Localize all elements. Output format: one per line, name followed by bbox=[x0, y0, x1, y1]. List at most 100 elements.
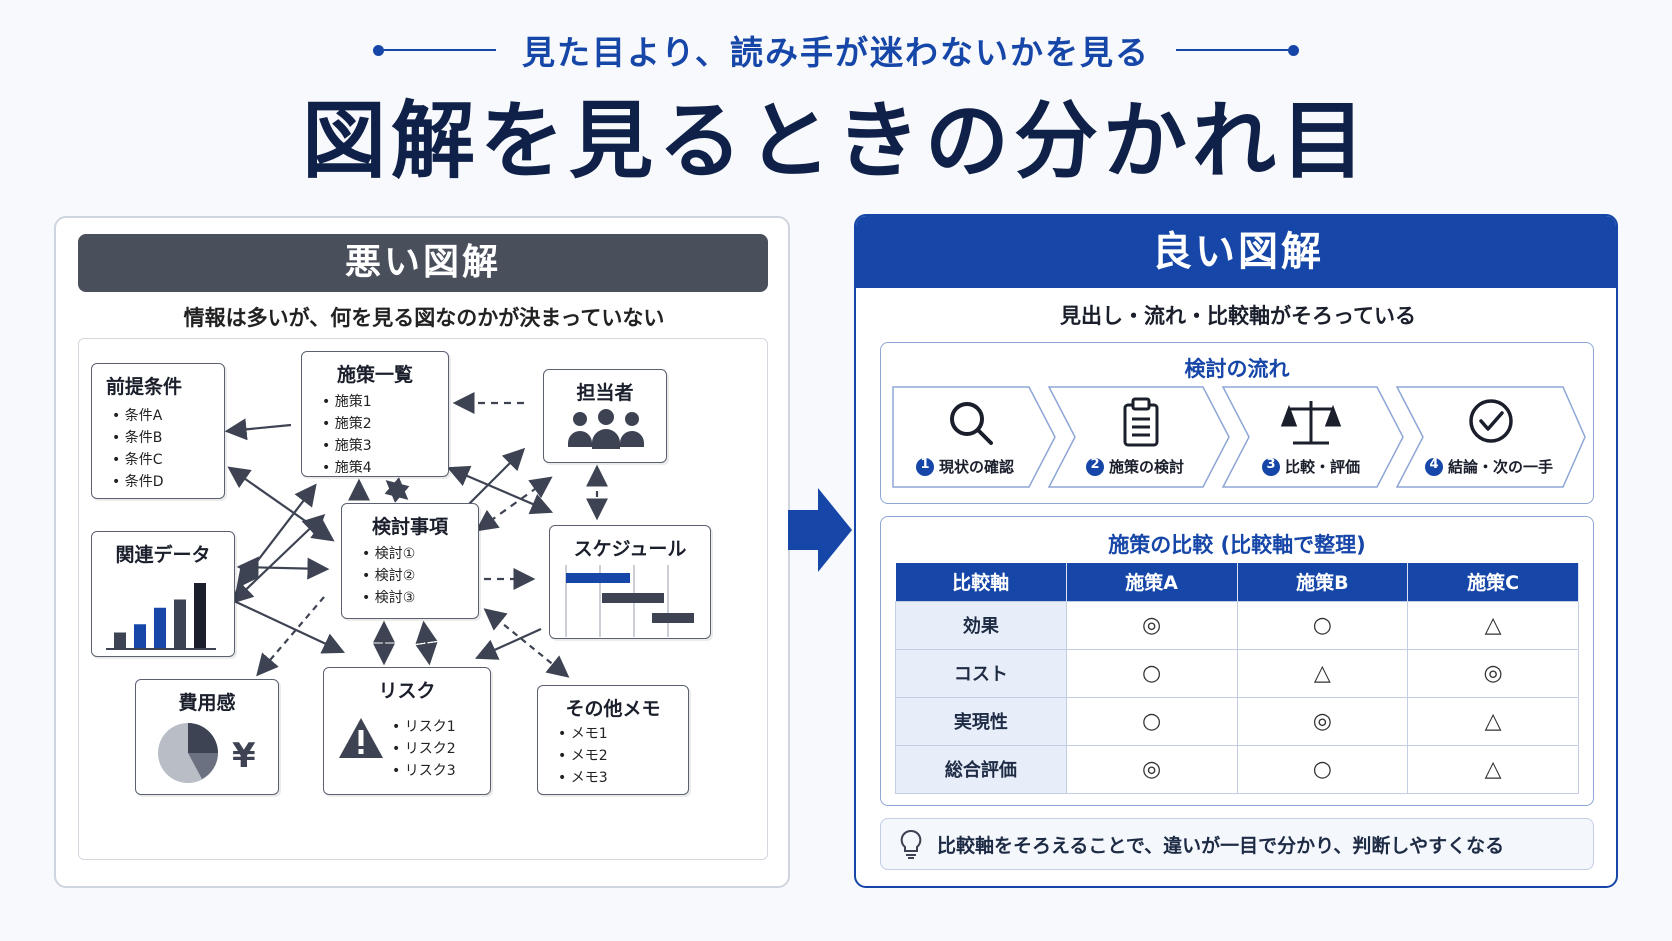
step-2-label: 施策の検討 bbox=[1109, 458, 1185, 476]
list-item: 条件A bbox=[112, 405, 224, 427]
column-header: 施策B bbox=[1237, 563, 1409, 601]
clipboard-icon bbox=[1123, 397, 1159, 447]
subtitle: 見た目より、読み手が迷わないかを見る bbox=[521, 33, 1151, 72]
list-item: 条件D bbox=[112, 471, 224, 493]
memo-box: その他メモ メモ1 メモ2 メモ3 bbox=[537, 685, 689, 795]
measures-box: 施策一覧 施策1 施策2 施策3 施策4 bbox=[301, 351, 449, 477]
mini-bar bbox=[194, 583, 206, 649]
premise-box: 前提条件 条件A 条件B 条件C 条件D bbox=[91, 363, 225, 499]
risk-box: リスク リスク1 リスク2 リスク3 bbox=[323, 667, 491, 795]
bad-diagram-canvas: 前提条件 条件A 条件B 条件C 条件D 施策一覧 施策1 施策2 施策3 施策… bbox=[78, 338, 768, 860]
premise-list: 条件A 条件B 条件C 条件D bbox=[92, 405, 224, 493]
step-1-number: 1 bbox=[920, 457, 930, 472]
step-4-label: 結論・次の一手 bbox=[1448, 458, 1554, 476]
table-cell: △ bbox=[1407, 600, 1579, 650]
risk-list: リスク1 リスク2 リスク3 bbox=[372, 716, 456, 782]
list-item: メモ3 bbox=[558, 767, 688, 789]
row-header: 効果 bbox=[895, 600, 1067, 650]
row-header: 実現性 bbox=[895, 696, 1067, 746]
list-item: 条件B bbox=[112, 427, 224, 449]
compare-section: 施策の比較 (比較軸で整理) 比較軸 施策A 施策B 施策C 効果 ◎ ○ △ bbox=[880, 516, 1594, 806]
tangled-arrows bbox=[224, 392, 608, 678]
good-diagram-panel: 良い図解 見出し・流れ・比較軸がそろっている 検討の流れ bbox=[854, 214, 1618, 888]
owner-title: 担当者 bbox=[576, 382, 634, 404]
bad-panel-title: 悪い図解 bbox=[78, 234, 768, 292]
check-circle-icon bbox=[1469, 399, 1513, 443]
list-item: 検討① bbox=[362, 543, 478, 565]
step-3-number: 3 bbox=[1266, 457, 1276, 472]
table-cell: ○ bbox=[1236, 744, 1409, 794]
table-cell: △ bbox=[1407, 744, 1579, 794]
measures-list: 施策1 施策2 施策3 施策4 bbox=[302, 391, 448, 479]
column-header: 比較軸 bbox=[895, 563, 1067, 601]
flow-section: 検討の流れ bbox=[880, 342, 1594, 504]
table-cell: ○ bbox=[1236, 600, 1409, 650]
pie-icon bbox=[158, 723, 218, 783]
owner-box: 担当者 bbox=[543, 369, 667, 463]
tip-box: 比較軸をそろえることで、違いが一目で分かり、判断しやすくなる bbox=[880, 818, 1594, 870]
related-data-box: 関連データ bbox=[91, 531, 235, 657]
gantt-icon bbox=[565, 565, 694, 637]
table-cell: ○ bbox=[1065, 648, 1238, 698]
column-header: 施策A bbox=[1066, 563, 1238, 601]
row-header: 総合評価 bbox=[895, 744, 1067, 794]
measures-title: 施策一覧 bbox=[336, 364, 413, 386]
mini-bar-chart bbox=[106, 583, 216, 650]
step-4-number: 4 bbox=[1429, 457, 1439, 472]
good-panel-caption: 見出し・流れ・比較軸がそろっている bbox=[1060, 304, 1416, 328]
table-cell: △ bbox=[1236, 648, 1409, 698]
schedule-title: スケジュール bbox=[573, 538, 687, 560]
tip-text: 比較軸をそろえることで、違いが一目で分かり、判断しやすくなる bbox=[937, 834, 1505, 857]
table-cell: ○ bbox=[1065, 696, 1238, 746]
table-row: 効果 ◎ ○ △ bbox=[895, 600, 1579, 650]
issues-list: 検討① 検討② 検討③ bbox=[342, 543, 478, 609]
list-item: 施策2 bbox=[322, 413, 448, 435]
flow-title: 検討の流れ bbox=[1184, 357, 1290, 381]
table-row: 実現性 ○ ◎ △ bbox=[895, 696, 1579, 746]
table-header-row: 比較軸 施策A 施策B 施策C bbox=[895, 563, 1579, 601]
lightbulb-icon bbox=[900, 829, 922, 859]
row-header: コスト bbox=[895, 648, 1067, 698]
subtitle-left-line bbox=[372, 44, 496, 56]
table-cell: ◎ bbox=[1236, 696, 1409, 746]
people-icon bbox=[568, 409, 644, 449]
compare-title: 施策の比較 (比較軸で整理) bbox=[1108, 533, 1366, 557]
bad-panel-caption: 情報は多いが、何を見る図なのかが決まっていない bbox=[183, 306, 665, 330]
flow-chevrons bbox=[892, 386, 1586, 488]
table-row: 総合評価 ◎ ○ △ bbox=[895, 744, 1579, 794]
comparison-table: 比較軸 施策A 施策B 施策C 効果 ◎ ○ △ コスト ○ △ ◎ bbox=[895, 563, 1579, 794]
good-panel-title: 良い図解 bbox=[856, 216, 1616, 288]
list-item: 条件C bbox=[112, 449, 224, 471]
step-3-label: 比較・評価 bbox=[1285, 458, 1361, 476]
related-data-title: 関連データ bbox=[115, 544, 211, 566]
list-item: 施策1 bbox=[322, 391, 448, 413]
schedule-box: スケジュール bbox=[549, 525, 711, 639]
mini-bar bbox=[134, 624, 146, 649]
page-title: 図解を見るときの分かれ目 bbox=[301, 92, 1370, 190]
premise-title: 前提条件 bbox=[106, 376, 183, 398]
yen-icon: ¥ bbox=[232, 736, 256, 776]
list-item: 検討③ bbox=[362, 587, 478, 609]
subtitle-row: 見た目より、読み手が迷わないかを見る bbox=[0, 22, 1672, 78]
table-cell: ◎ bbox=[1065, 600, 1238, 650]
list-item: リスク1 bbox=[392, 716, 456, 738]
magnifier-icon bbox=[950, 402, 993, 445]
cost-title: 費用感 bbox=[178, 692, 236, 714]
issues-box: 検討事項 検討① 検討② 検討③ bbox=[341, 503, 479, 619]
table-cell: ◎ bbox=[1065, 744, 1238, 794]
list-item: リスク3 bbox=[392, 760, 456, 782]
memo-list: メモ1 メモ2 メモ3 bbox=[538, 723, 688, 789]
issues-title: 検討事項 bbox=[371, 516, 448, 538]
scale-icon bbox=[1280, 401, 1342, 445]
list-item: 施策4 bbox=[322, 457, 448, 479]
column-header: 施策C bbox=[1407, 563, 1579, 601]
list-item: リスク2 bbox=[392, 738, 456, 760]
risk-title: リスク bbox=[378, 680, 436, 702]
subtitle-right-line bbox=[1176, 44, 1300, 56]
step-2-number: 2 bbox=[1090, 457, 1100, 472]
table-cell: △ bbox=[1407, 696, 1579, 746]
mini-bar bbox=[154, 607, 166, 649]
table-row: コスト ○ △ ◎ bbox=[895, 648, 1579, 698]
right-arrow-icon bbox=[788, 488, 852, 572]
warning-icon bbox=[339, 718, 383, 758]
